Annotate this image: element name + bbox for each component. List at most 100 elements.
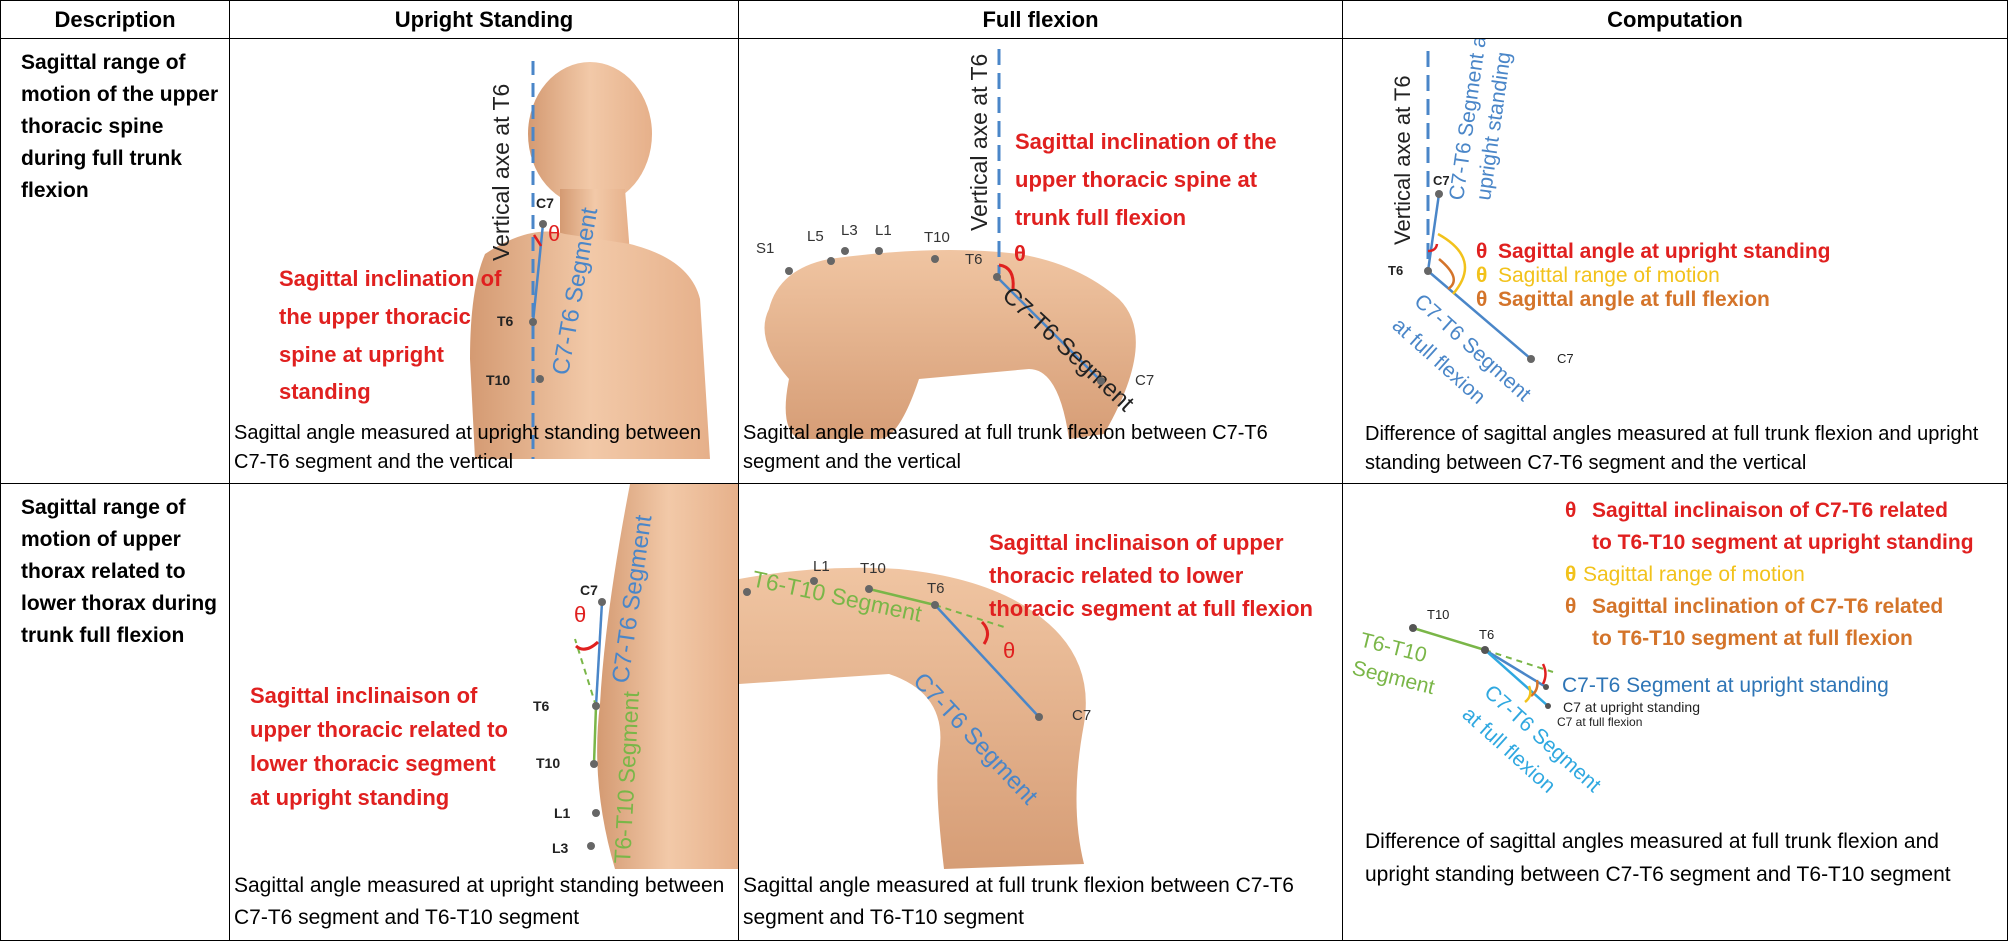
label-l1: L1 — [875, 222, 892, 239]
point-t6 — [931, 601, 939, 609]
header-computation: Computation — [1342, 0, 2008, 39]
extension-line — [934, 604, 1005, 628]
legend: θ Sagittal inclinaison of C7-T6 related … — [1565, 499, 1974, 650]
spine-points — [587, 598, 606, 850]
human-torso-illustration — [597, 484, 738, 869]
vertical-axis-label: Vertical axe at T6 — [1390, 75, 1415, 245]
point-t10 — [931, 255, 939, 263]
theta-symbol: θ — [1003, 638, 1015, 663]
theta-arc — [980, 620, 989, 645]
upright-segment-line — [1484, 648, 1547, 689]
point-t6 — [1481, 646, 1489, 654]
point-t6 — [592, 702, 600, 710]
annotation-line: at upright standing — [250, 785, 449, 810]
annotation-line: trunk full flexion — [1015, 205, 1186, 230]
point-c7 — [539, 220, 547, 228]
spine-point-labels: L1 T10 T6 C7 — [813, 558, 1091, 724]
label-l1: L1 — [554, 805, 571, 821]
label-t10: T10 — [924, 229, 950, 246]
vertical-axis-label: Vertical axe at T6 — [966, 54, 992, 231]
row1-flexion-cell: Vertical axe at T6 C7-T6 Segment θ Sagit… — [738, 38, 1343, 484]
label-t10: T10 — [536, 755, 560, 771]
label-l3: L3 — [841, 222, 858, 239]
row1-computation-figure: Vertical axe at T6 C7 T6 C7 C7-T6 Segmen… — [1388, 39, 1831, 409]
legend-text: Sagittal inclination of C7-T6 related — [1592, 595, 1943, 618]
row1-upright-figure: Vertical axe at T6 C7-T6 Segment C7 T6 T… — [279, 61, 710, 459]
label-t6: T6 — [927, 580, 945, 597]
label-s1: S1 — [756, 240, 774, 257]
annotation-line: spine at upright — [279, 342, 445, 367]
point-t10 — [865, 585, 873, 593]
annotation-line: Sagittal inclination of — [279, 266, 502, 291]
extension-line — [574, 638, 597, 707]
point-c7 — [598, 598, 606, 606]
label-c7-upright: C7 at upright standing — [1563, 699, 1700, 715]
point-l1 — [875, 247, 883, 255]
legend-symbol: θ — [1476, 264, 1487, 287]
point-c7 — [1097, 377, 1105, 385]
vertical-axis-label: Vertical axe at T6 — [488, 84, 514, 261]
label-l3: L3 — [552, 840, 569, 856]
human-flexed-illustration — [764, 250, 1136, 439]
point-c7-upright — [1543, 684, 1549, 690]
header-description: Description — [0, 0, 230, 39]
label-t6: T6 — [497, 313, 514, 329]
annotation-line: upper thoracic related to — [250, 717, 508, 742]
annotation-line: Sagittal inclination of the — [1015, 129, 1277, 154]
row2-upright-figure: C7-T6 Segment T6-T10 Segment θ C7 T6 T10… — [250, 484, 738, 869]
row1-computation-cell: Vertical axe at T6 C7 T6 C7 C7-T6 Segmen… — [1342, 38, 2008, 484]
angle-flexion-arc — [1438, 258, 1456, 291]
angle-upright-arc — [1427, 243, 1439, 253]
point-t6 — [1424, 267, 1432, 275]
point-c7-flexion — [1527, 355, 1535, 363]
annotation-line: upper thoracic spine at — [1015, 167, 1258, 192]
legend-text: Sagittal range of motion — [1583, 563, 1805, 586]
spine-points — [785, 247, 1105, 385]
row1-upright-caption: Sagittal angle measured at upright stand… — [234, 422, 701, 473]
header-full-flexion: Full flexion — [738, 0, 1343, 39]
t6-t10-segment-line — [592, 705, 598, 765]
legend-text: to T6-T10 segment at upright standing — [1592, 531, 1974, 554]
point-c7-flexion — [1545, 703, 1551, 709]
theta-arc — [532, 234, 543, 247]
label-c7: C7 — [580, 582, 598, 598]
legend-symbol: θ — [1476, 288, 1487, 311]
legend-symbol: θ — [1476, 240, 1487, 263]
row2-flexion-cell: T6-T10 Segment C7-T6 Segment θ L1 T10 T6… — [738, 483, 1343, 941]
row2-upright-cell: C7-T6 Segment T6-T10 Segment θ C7 T6 T10… — [229, 483, 739, 941]
annotation-line: Sagittal inclinaison of upper — [989, 530, 1284, 555]
legend-symbol: θ — [1565, 595, 1576, 618]
label-l1: L1 — [813, 558, 830, 575]
annotation-line: thoracic segment at full flexion — [989, 596, 1313, 621]
point-l1 — [592, 809, 600, 817]
point-c7 — [1035, 713, 1043, 721]
row2-computation-figure: θ Sagittal inclinaison of C7-T6 related … — [1350, 499, 1974, 798]
label-c7: C7 — [536, 195, 554, 211]
legend-text: Sagittal range of motion — [1498, 264, 1720, 287]
label-t6: T6 — [1388, 263, 1403, 278]
human-torso-illustration — [470, 62, 710, 459]
point-l3 — [841, 247, 849, 255]
row2-flexion-caption: Sagittal angle measured at full trunk fl… — [743, 874, 1294, 929]
annotation: Sagittal inclination of the upper thorac… — [1015, 129, 1277, 230]
label-c7-flexion: C7 — [1557, 351, 1574, 366]
point-l5 — [827, 257, 835, 265]
spine-point-labels: S1 L5 L3 L1 T10 T6 C7 — [756, 222, 1154, 389]
row1-upright-cell: Vertical axe at T6 C7-T6 Segment C7 T6 T… — [229, 38, 739, 484]
legend-text: to T6-T10 segment at full flexion — [1592, 627, 1913, 650]
label-c7-upright: C7 — [1433, 173, 1450, 188]
angle-flexion-arc — [1530, 679, 1539, 697]
range-of-motion-arc — [1524, 685, 1532, 703]
row2-flexion-figure: T6-T10 Segment C7-T6 Segment θ L1 T10 T6… — [739, 530, 1313, 869]
upright-segment-label: C7-T6 Segment at upright standing — [1445, 39, 1516, 202]
label-t6: T6 — [533, 698, 550, 714]
legend-text: Sagittal angle at upright standing — [1498, 240, 1831, 263]
theta-symbol: θ — [1014, 241, 1026, 266]
legend-symbol: θ — [1565, 563, 1576, 586]
label-c7: C7 — [1072, 707, 1091, 724]
label-t10: T10 — [860, 560, 886, 577]
annotation-line: thoracic related to lower — [989, 563, 1244, 588]
point-l1 — [810, 577, 818, 585]
row2-upright-caption: Sagittal angle measured at upright stand… — [234, 874, 725, 929]
